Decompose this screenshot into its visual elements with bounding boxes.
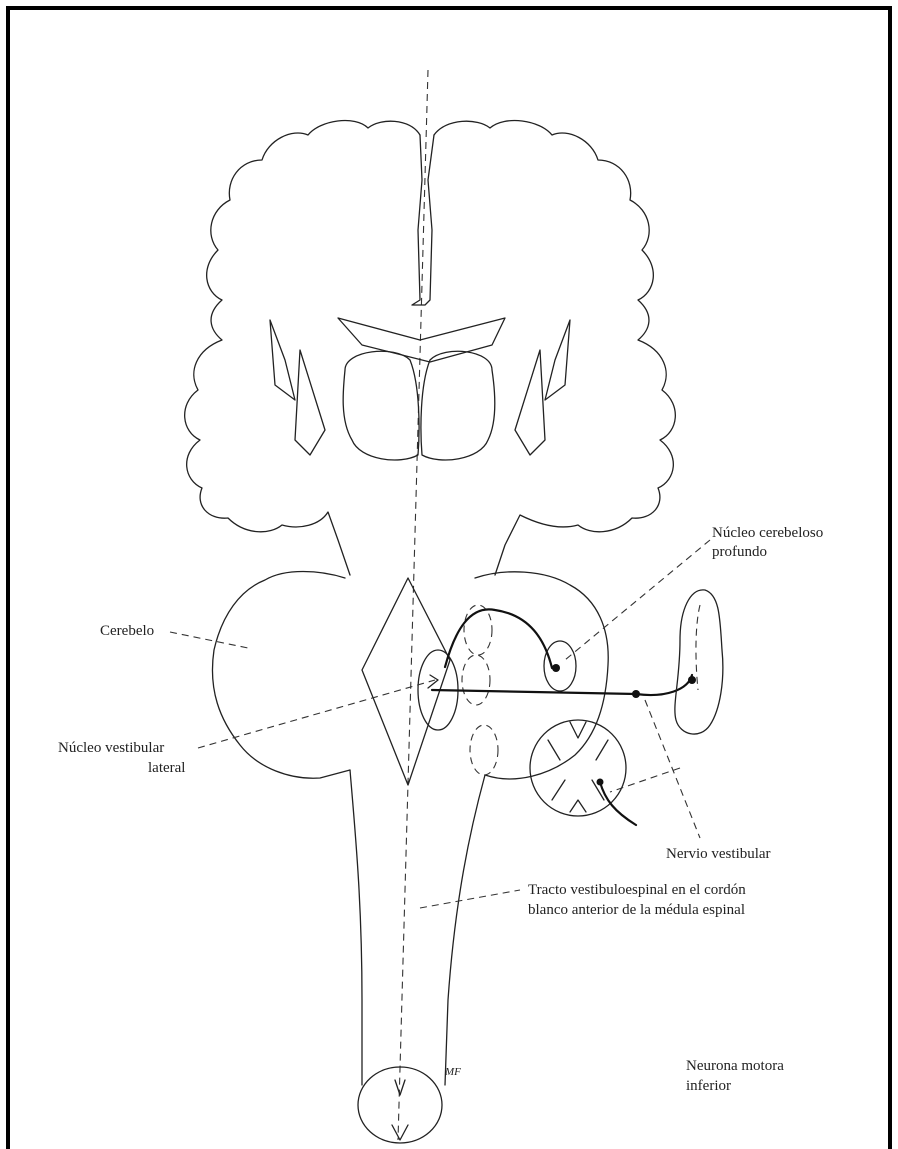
leader-tracto — [420, 890, 520, 908]
leader-neurona — [610, 768, 680, 792]
pathway-to-cerebellar-nucleus — [445, 609, 552, 668]
deep-cerebellar-nucleus — [544, 641, 576, 691]
label-neurona-2: inferior — [686, 1078, 731, 1094]
ear — [675, 590, 723, 734]
vestibular-nerve-path — [432, 675, 692, 695]
label-tracto-2: blanco anterior de la médula espinal — [528, 902, 745, 918]
leader-cerebelo — [170, 632, 248, 648]
cerebrum — [185, 121, 676, 575]
label-nucleo-vestibular-2: lateral — [148, 760, 185, 776]
leader-nucleo-vestibular — [198, 680, 435, 748]
label-nucleo-cerebeloso-2: profundo — [712, 544, 767, 560]
dashed-nucleus-3 — [470, 725, 498, 775]
dashed-nucleus-2 — [462, 655, 490, 705]
label-nucleo-vestibular-1: Núcleo vestibular — [58, 740, 164, 756]
label-cerebelo: Cerebelo — [100, 623, 154, 639]
label-tracto-1: Tracto vestibuloespinal en el cordón — [528, 882, 746, 898]
label-nervio-vestibular: Nervio vestibular — [666, 846, 771, 862]
label-cord-mark: MF — [444, 1066, 461, 1078]
label-nucleo-cerebeloso-1: Núcleo cerebeloso — [712, 525, 823, 541]
label-neurona-1: Neurona motora — [686, 1058, 784, 1074]
leader-nervio-vestibular — [645, 700, 700, 838]
cerebellum — [212, 572, 608, 779]
cerebellar-nucleus-dot — [552, 664, 560, 672]
spinal-cord — [350, 770, 485, 1143]
vestibular-ganglion-dot — [632, 690, 640, 698]
midline-dashed — [398, 70, 428, 1140]
